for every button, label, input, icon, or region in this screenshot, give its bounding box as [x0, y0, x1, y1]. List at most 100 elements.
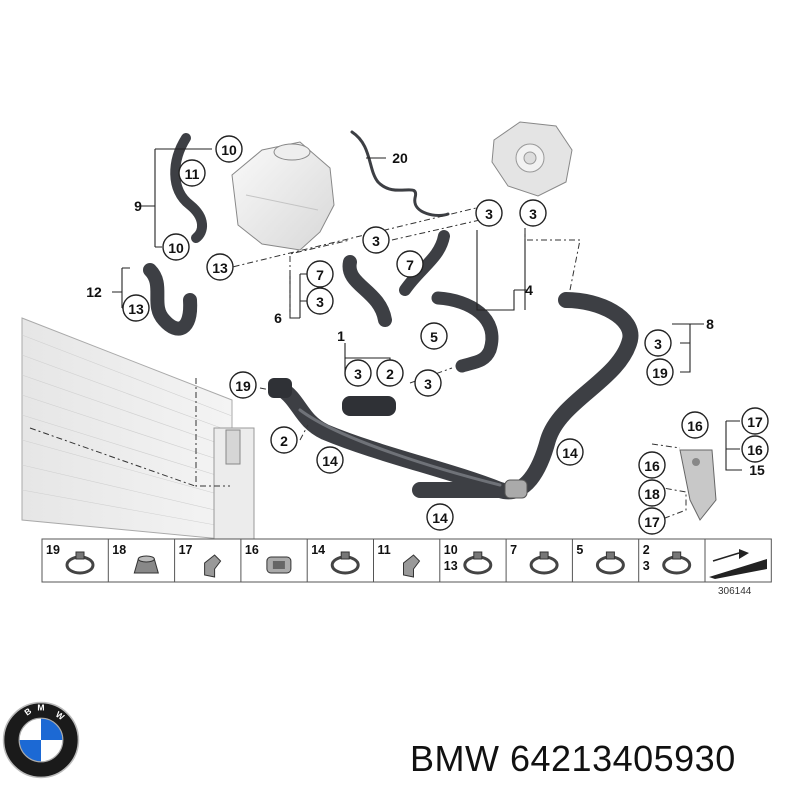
spring-band-clamp-icon	[463, 551, 493, 575]
parts-strip-label: 14	[311, 543, 325, 557]
callout-16: 16	[638, 451, 666, 479]
parts-strip-cell: 18	[107, 539, 159, 582]
caption-text: BMW 64213405930	[410, 738, 736, 779]
callout-10: 10	[215, 135, 243, 163]
callout-2: 2	[376, 359, 404, 387]
callout-label: 14	[562, 445, 578, 461]
callout-label: 3	[372, 233, 380, 249]
parts-strip-cell: 14	[306, 539, 360, 582]
callout-label: 13	[212, 260, 228, 276]
callout-5: 5	[420, 322, 448, 350]
callout-label: 3	[316, 294, 324, 310]
callout-label: 13	[128, 301, 144, 317]
callout-2: 2	[270, 426, 298, 454]
parts-strip-label: 11	[378, 543, 391, 557]
callout-7: 7	[396, 250, 424, 278]
sensor-cable	[350, 130, 450, 217]
callout-label: 5	[430, 329, 438, 345]
callout-11: 11	[178, 159, 206, 187]
callout-7: 7	[306, 260, 334, 288]
callout-16: 16	[681, 411, 709, 439]
hose-clamp-icon	[662, 551, 692, 575]
callout-17: 17	[638, 507, 666, 535]
holder-clip-icon	[403, 554, 421, 578]
parts-strip-label: 2	[643, 543, 650, 557]
parts-strip-cell: 11	[373, 539, 421, 582]
parts-strip-label: 19	[46, 543, 60, 557]
part-caption: BMW 64213405930	[410, 738, 736, 780]
callout-13: 13	[206, 253, 234, 281]
coolant-hoses	[143, 133, 639, 500]
svg-text:M: M	[37, 702, 44, 712]
nut-icon	[133, 555, 159, 574]
callout-label: 7	[406, 257, 414, 273]
parts-strip-label: 18	[112, 543, 126, 557]
callout-14: 14	[426, 503, 454, 531]
callout-18: 18	[638, 479, 666, 507]
callout-label: 10	[168, 240, 184, 256]
ear-clamp-icon	[529, 551, 559, 575]
radiator	[21, 317, 255, 541]
callout-19: 19	[646, 358, 674, 386]
hose-clamp-icon	[65, 551, 95, 575]
parts-strip-cell: 23	[638, 539, 692, 582]
callout-12: 12	[86, 284, 102, 300]
callout-3: 3	[344, 359, 372, 387]
callout-label: 16	[644, 458, 660, 474]
callout-label: 16	[747, 442, 763, 458]
callout-label: 18	[644, 486, 660, 502]
parts-strip-cell: 16	[240, 539, 292, 582]
callout-20: 20	[392, 150, 408, 166]
callout-label: 16	[687, 418, 703, 434]
callout-6: 6	[274, 310, 282, 326]
parts-strip-label: 13	[444, 559, 458, 573]
shim-plate-icon	[709, 549, 767, 579]
bracket-icon	[204, 554, 222, 578]
spring-clip-icon	[595, 551, 625, 575]
callout-label: 7	[316, 267, 324, 283]
expansion-tank	[231, 141, 335, 251]
parts-strip-label: 10	[444, 543, 458, 557]
callout-label: 3	[485, 206, 493, 222]
callout-8: 8	[706, 316, 714, 332]
bmw-roundel-icon: B M W	[2, 701, 80, 779]
parts-strip-label: 17	[179, 543, 193, 557]
callout-label: 3	[354, 366, 362, 382]
callout-16: 16	[741, 435, 769, 463]
parts-strip-cell: 17	[174, 539, 222, 582]
callout-3: 3	[414, 369, 442, 397]
callout-3: 3	[362, 226, 390, 254]
callout-label: 17	[747, 414, 763, 430]
parts-strip-label: 5	[576, 543, 583, 557]
parts-strip-cell	[704, 539, 767, 582]
clip-icon	[266, 556, 292, 574]
reference-number: 306144	[718, 586, 752, 597]
callout-label: 3	[424, 376, 432, 392]
callout-label: 10	[221, 142, 237, 158]
callout-4: 4	[525, 282, 533, 298]
callout-label: 19	[652, 365, 668, 381]
callout-label: 19	[235, 378, 251, 394]
spring-clamp-icon	[330, 551, 360, 575]
callout-19: 19	[229, 371, 257, 399]
callout-3: 3	[475, 199, 503, 227]
callout-3: 3	[306, 287, 334, 315]
callout-1: 1	[337, 328, 345, 344]
callout-label: 2	[280, 433, 288, 449]
thermostat-housing	[491, 121, 573, 197]
callout-label: 2	[386, 366, 394, 382]
callout-label: 3	[654, 336, 662, 352]
callout-9: 9	[134, 198, 142, 214]
parts-strip-label: 3	[643, 559, 650, 573]
parts-strip-cell: 19	[46, 543, 95, 575]
parts-strip-cell: 5	[571, 539, 625, 582]
parts-strip-label: 16	[245, 543, 259, 557]
svg-text:B: B	[22, 706, 33, 718]
callout-14: 14	[316, 446, 344, 474]
callout-label: 11	[185, 166, 200, 182]
callout-13: 13	[122, 294, 150, 322]
parts-strip-label: 7	[510, 543, 517, 557]
parts-strip-cell: 7	[505, 539, 559, 582]
